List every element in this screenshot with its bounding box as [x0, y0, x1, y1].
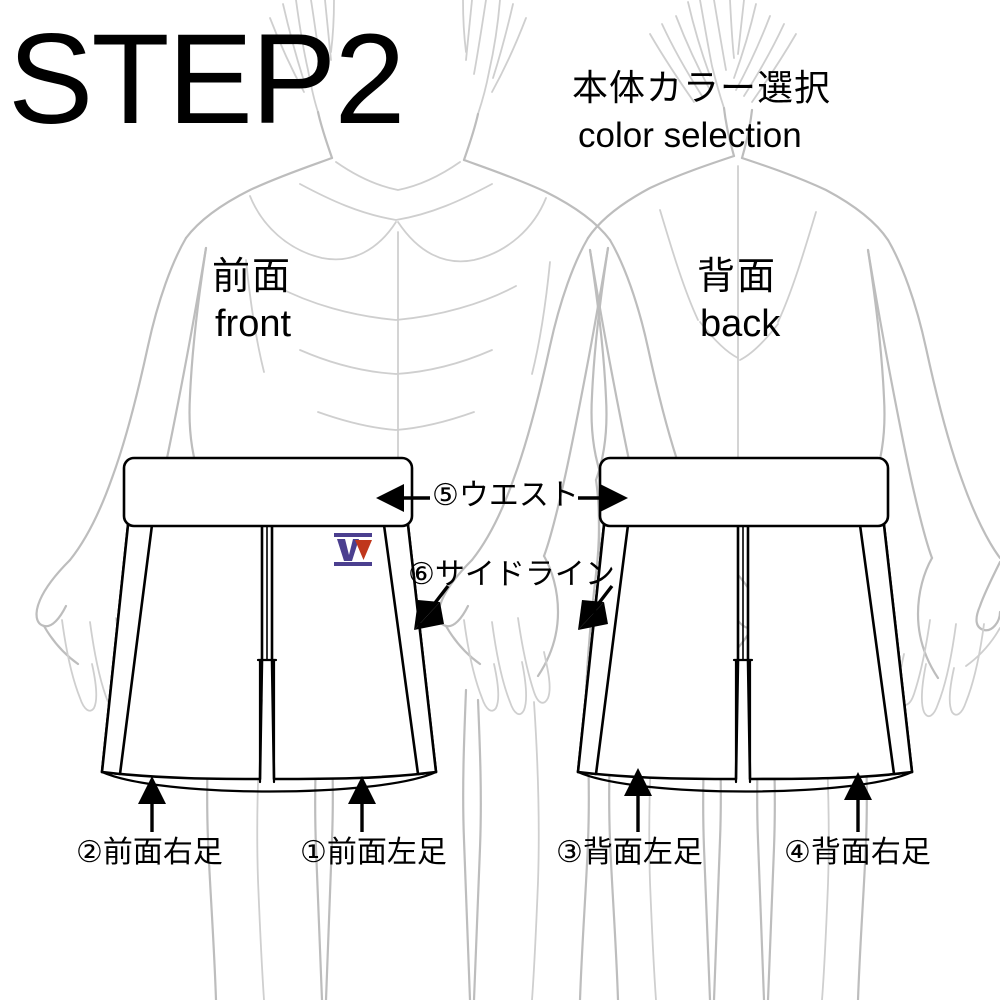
leg-arrow-front-right: [138, 776, 166, 832]
page-title: STEP2: [8, 8, 405, 151]
view-label-front-en: front: [215, 303, 292, 345]
view-label-back-ja: 背面: [697, 256, 778, 298]
part-label-back-right-leg[interactable]: ④背面右足: [784, 836, 931, 869]
leg-arrow-back-left: [624, 768, 652, 832]
instruction-label-en: color selection: [578, 116, 802, 155]
shorts-front-waistband[interactable]: [122, 456, 414, 528]
part-label-front-left-leg[interactable]: ①前面左足: [300, 836, 447, 869]
part-label-back-left-leg[interactable]: ③背面左足: [556, 836, 703, 869]
part-label-waist[interactable]: ⑤ウエスト: [432, 479, 579, 512]
view-label-front-ja: 前面: [212, 256, 293, 298]
instruction-label-ja: 本体カラー選択: [572, 67, 832, 108]
part-label-front-right-leg[interactable]: ②前面右足: [76, 836, 223, 869]
side-line-arrow-back: [578, 584, 614, 630]
back-shorts[interactable]: [576, 456, 914, 793]
front-shorts[interactable]: [100, 456, 438, 793]
waist-arrow-right: [578, 484, 628, 512]
side-line-arrow-front: [414, 584, 450, 630]
w-brand-logo: [334, 533, 372, 566]
leg-arrow-back-right: [844, 772, 872, 832]
leg-arrow-front-left: [348, 776, 376, 832]
view-label-back-en: back: [700, 303, 781, 345]
part-label-side-line[interactable]: ⑥サイドライン: [408, 558, 615, 591]
waist-arrow-left: [376, 484, 430, 512]
